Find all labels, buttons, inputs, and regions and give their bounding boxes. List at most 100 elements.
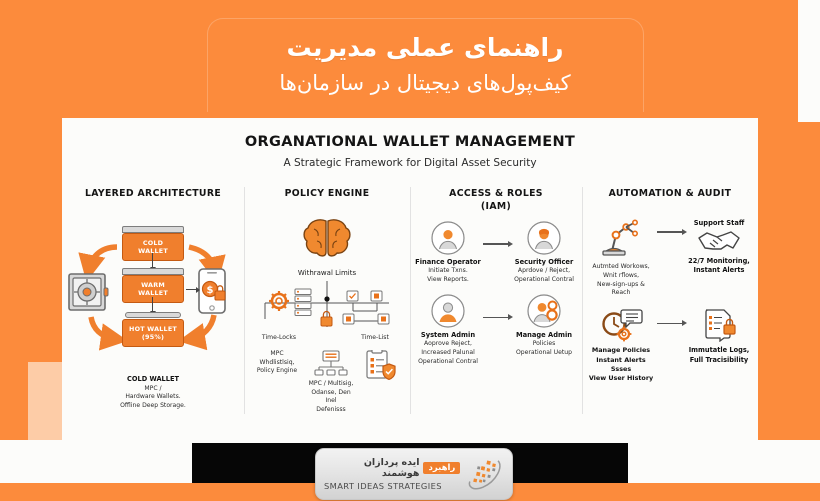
columns-container: LAYERED ARCHITECTURE	[62, 187, 758, 432]
withdrawal-limits-label: Withrawal Limits	[297, 269, 357, 277]
manage-admin-line-2: Operational Uetup	[515, 348, 573, 356]
security-officer-desc: Aprdove / Reject, Operational Contral	[514, 267, 574, 285]
manage-policies-line-4: View User History	[588, 374, 654, 383]
policy-tree-diagram	[264, 281, 390, 327]
column-policy-engine: POLICY ENGINE Withrawal Limits	[244, 187, 410, 432]
policy-right-block	[361, 349, 401, 382]
column-header-automation-audit: AUTOMATION & AUDIT	[608, 188, 732, 199]
automation-row-1: Autmted Workows, Wnit rflows, New-sign-u…	[587, 219, 753, 298]
automation-robot-line-1: Autmted Workows,	[592, 263, 650, 270]
column-access-roles: ACCESS & ROLES (IAM) Finance Operator In…	[410, 187, 582, 432]
automation-row-2: Manage Policies Instant Alerts Ssses Vie…	[587, 308, 753, 383]
finance-operator-avatar-icon	[431, 221, 465, 255]
system-admin-line-2: Increased Palunal	[421, 348, 475, 356]
access-row-1: Finance Operator Initiate Txns. View Rep…	[415, 221, 577, 284]
caption-line-1: MPC /	[144, 384, 162, 392]
manage-policies-line-2: Instant Alerts	[596, 355, 646, 364]
clock-alert-gear-icon	[602, 309, 643, 342]
policy-left-line-3: Policy Engine	[256, 367, 298, 375]
policy-left-line-1: MPC	[270, 349, 284, 357]
support-staff-line-1: 22/7 Monitoring,	[688, 256, 750, 265]
manage-admin-desc: Policies Operational Uetup	[516, 340, 572, 358]
time-locks-label: Time-Locks	[261, 334, 297, 341]
automation-robot-desc: Autmted Workows, Wnit rflows, New-sign-u…	[587, 263, 655, 298]
connector-warm-to-hot	[148, 297, 158, 315]
page-title: ORGANATIONAL WALLET MANAGEMENT	[244, 134, 576, 150]
cold-wallet-label-2: WALLET	[138, 247, 168, 255]
support-staff-desc: 22/7 Monitoring, Instant Alerts	[688, 257, 750, 276]
role-system-admin: System Admin Aoprove Reject, Increased P…	[415, 294, 481, 366]
column-header-layered-architecture: LAYERED ARCHITECTURE	[84, 188, 222, 199]
column-automation-audit: AUTOMATION & AUDIT Autmted	[582, 187, 758, 432]
column-layered-architecture: LAYERED ARCHITECTURE	[62, 187, 244, 432]
time-list-label: Time-List	[361, 334, 389, 341]
immutable-logs-block: Immutatle Logs, Full Tracisibility	[685, 308, 753, 365]
column-header-access-roles-line1: ACCESS & ROLES	[449, 188, 543, 199]
circulation-arrows-icon	[78, 244, 226, 351]
role-security-officer: Security Officer Aprdove / Reject, Opera…	[511, 221, 577, 284]
hot-wallet-label-1: HOT WALLET	[129, 325, 177, 333]
svg-text:$: $	[207, 285, 214, 296]
automation-arrow-1	[655, 219, 687, 245]
system-admin-title: System Admin	[420, 331, 476, 340]
automation-robot-line-2: Wnit rflows,	[602, 271, 640, 279]
immutable-logs-desc: Immutatle Logs, Full Tracisibility	[689, 346, 750, 365]
connector-warm-to-phone	[186, 286, 200, 294]
policy-mid-line-3: Defenisss	[316, 406, 346, 414]
connector-cold-to-warm	[148, 253, 158, 271]
decorative-white-block-left	[0, 440, 192, 483]
finance-operator-line-2: View Reports.	[427, 275, 469, 283]
column-header-policy-engine: POLICY ENGINE	[284, 188, 370, 199]
header-outline-frame	[207, 18, 644, 112]
policy-mid-line-1: MPC / Multisig,	[308, 379, 354, 387]
finance-operator-title: Finance Operator	[415, 258, 481, 267]
finance-operator-desc: Initiate Txns. View Reports.	[427, 267, 469, 285]
manage-admin-line-1: Policies	[532, 340, 556, 348]
manage-policies-line-1: Manage Policies	[591, 346, 651, 355]
logo-persian-name: ایده پردازان هوشمند	[363, 457, 420, 479]
brain-icon	[303, 219, 351, 257]
decorative-white-block-right	[628, 440, 820, 483]
policy-mid-caption: MPC / Multisig, Odanse, Den Inel Defenis…	[307, 380, 355, 415]
policy-mid-line-2: Odanse, Den Inel	[311, 388, 351, 405]
logo-text-group: راهبرد ایده پردازان هوشمند SMART IDEAS S…	[324, 457, 461, 491]
warm-wallet-label-1: WARM	[141, 281, 165, 289]
immutable-logs-line-1: Immutatle Logs,	[688, 346, 750, 355]
finance-operator-line-1: Initiate Txns.	[428, 266, 468, 274]
access-arrow-1	[481, 221, 513, 267]
column-header-access-roles: ACCESS & ROLES (IAM)	[449, 187, 543, 213]
caption-line-2: Hardware Wallets.	[125, 393, 181, 401]
decorative-white-corner-right	[798, 0, 820, 122]
support-staff-block: Support Staff 22/7 Monitoring, Instant A…	[685, 219, 753, 276]
access-row-2: System Admin Aoprove Reject, Increased P…	[415, 294, 577, 366]
cold-wallet-lid-icon	[122, 226, 184, 233]
security-officer-line-1: Aprdove / Reject,	[517, 266, 571, 274]
policy-bottom-row: MPC Whdlistlsiq, Policy Engine	[253, 349, 401, 415]
system-admin-avatar-icon	[431, 294, 465, 328]
robot-arm-icon	[602, 219, 638, 256]
mobile-wallet-icon: $	[198, 268, 226, 314]
manage-policies-line-3: Ssses	[610, 364, 632, 373]
hot-wallet-lid-icon	[125, 312, 181, 318]
immutable-logs-line-2: Full Tracisibility	[689, 355, 749, 364]
checklist-shield-icon	[366, 349, 396, 380]
hot-wallet-label-2: (95%)	[141, 333, 165, 341]
network-nodes-icon	[314, 350, 348, 376]
security-officer-line-2: Operational Contral	[514, 275, 574, 283]
security-officer-title: Security Officer	[514, 258, 574, 267]
system-admin-line-3: Operational Contral	[418, 357, 478, 365]
wallet-architecture-diagram: $ COLD WALLET WARM WALLET	[67, 219, 239, 369]
automation-arrow-2	[655, 308, 687, 338]
hot-wallet-box: HOT WALLET (95%)	[122, 319, 184, 347]
warm-wallet-lid-icon	[122, 268, 184, 275]
page-subtitle: A Strategic Framework for Digital Asset …	[283, 157, 537, 169]
manage-policies-block: Manage Policies Instant Alerts Ssses Vie…	[587, 308, 655, 383]
role-manage-admin: Manage Admin Policies Operational Uetup	[511, 294, 577, 357]
logo-persian-row: راهبرد ایده پردازان هوشمند	[324, 457, 461, 479]
automation-robot-line-3: New-sign-ups & Reach	[597, 280, 645, 297]
persian-title-sub: کیف‌پول‌های دیجیتال در سازمان‌ها	[279, 70, 571, 95]
security-officer-avatar-icon	[527, 221, 561, 255]
caption-heading-cold-wallet: COLD WALLET	[127, 375, 179, 383]
column-header-access-roles-line2: (IAM)	[480, 201, 512, 213]
logo-badge-rahbord: راهبرد	[423, 462, 461, 474]
